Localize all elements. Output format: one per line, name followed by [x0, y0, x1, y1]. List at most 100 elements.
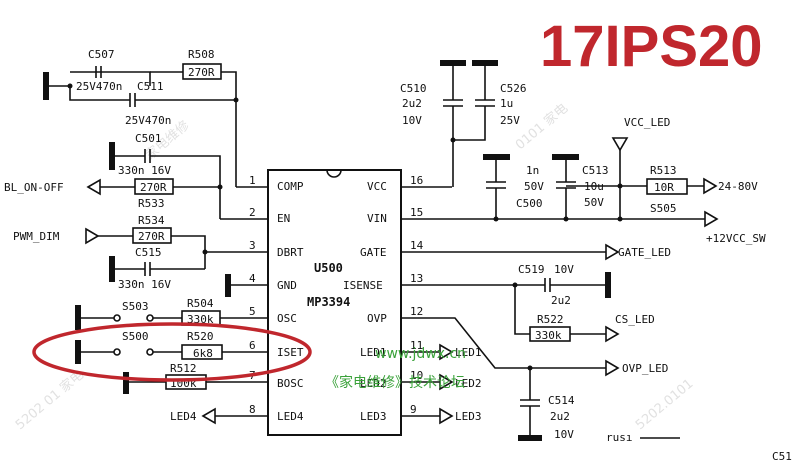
pin-13-num: 13	[410, 272, 423, 285]
r504-label: R504	[187, 297, 214, 310]
pin-14-num: 14	[410, 239, 424, 252]
c501-label: C501	[135, 132, 162, 145]
partial-label-1: rusı	[606, 431, 633, 444]
c514-v2: 10V	[554, 428, 574, 441]
svg-text:5202 01 家电: 5202 01 家电	[12, 367, 87, 433]
net-pwm-dim: PWM_DIM	[13, 230, 60, 243]
pin-5-name: OSC	[277, 312, 297, 325]
c519-value2: 2u2	[551, 294, 571, 307]
schematic-title: 17IPS20	[540, 14, 763, 79]
pin-15-name: VIN	[367, 212, 387, 225]
net-bl-on-off: BL_ON-OFF	[4, 181, 64, 194]
svg-text:0101 家电: 0101 家电	[512, 100, 571, 153]
pin-2-name: EN	[277, 212, 290, 225]
net-led3: LED3	[455, 410, 482, 423]
r520-value: 6k8	[193, 347, 213, 360]
ic-ref: U500	[314, 261, 343, 275]
c500-v1: 1n	[526, 164, 539, 177]
c500-label: C500	[516, 197, 543, 210]
vcc-caps: C510 2u2 10V C526 1u 25V	[400, 60, 527, 187]
c515-label: C515	[135, 246, 162, 259]
pin-16-name: VCC	[367, 180, 387, 193]
net-gate-led: GATE_LED	[618, 246, 671, 259]
watermark-forum: 《家电维修》技术论坛	[325, 374, 465, 391]
pin-12-num: 12	[410, 305, 423, 318]
c511-value: 25V470n	[125, 114, 171, 127]
r533-value: 270R	[140, 181, 167, 194]
pin-9-name: LED3	[360, 410, 387, 423]
highlight-ellipse	[32, 322, 312, 382]
pin-8-num: 8	[249, 403, 256, 416]
c519-value: 10V	[554, 263, 574, 276]
net-led2: LED2	[455, 377, 482, 390]
pin-1-num: 1	[249, 174, 256, 187]
s505-label: S505	[650, 202, 677, 215]
r520-label: R520	[187, 330, 214, 343]
c526-v2: 25V	[500, 114, 520, 127]
ic-right-pins: 16 VCC 15 VIN 14 GATE 13 ISENSE 12 OVP 1…	[343, 174, 705, 423]
c500-v2: 50V	[524, 180, 544, 193]
c510-v1: 2u2	[402, 97, 422, 110]
iset-network: S500 6k8 R520	[75, 330, 223, 364]
pin-2-num: 2	[249, 206, 256, 219]
s500-label: S500	[122, 330, 149, 343]
pin-11-num: 11	[410, 339, 423, 352]
pin-7-name: BOSC	[277, 377, 304, 390]
c513-label: C513	[582, 164, 609, 177]
r508-label: R508	[188, 48, 215, 61]
watermark-url: www.jdwx.cn	[375, 346, 466, 362]
pin-10-name: LED2	[360, 377, 387, 390]
comp-network: C507 25V470n C511 25V470n 270R R508	[43, 48, 239, 187]
pin-8-name: LED4	[277, 410, 304, 423]
net-ovp-led: OVP_LED	[622, 362, 668, 375]
ovp-network: OVP_LED C514 2u2 10V	[518, 359, 668, 441]
net-vcc-led: VCC_LED	[624, 116, 670, 129]
pin-6-name: ISET	[277, 346, 304, 359]
c501-value: 330n 16V	[118, 164, 171, 177]
c511-label: C511	[137, 80, 164, 93]
s503-label: S503	[122, 300, 149, 313]
r534-value: 270R	[138, 230, 165, 243]
ic-u500: U500 MP3394	[267, 169, 402, 436]
r522-value: 330k	[535, 329, 562, 342]
pin-10-num: 10	[410, 369, 423, 382]
pin-14-name: GATE	[360, 246, 387, 259]
pin-9-num: 9	[410, 403, 417, 416]
c514-label: C514	[548, 394, 575, 407]
led4-port: LED4	[170, 407, 216, 425]
net-led1: LED1	[455, 346, 482, 359]
c526-label: C526	[500, 82, 527, 95]
r533-label: R533	[138, 197, 165, 210]
enable-network: C501 330n 16V 270R R533 BL_ON-OFF	[4, 132, 223, 219]
gate-port: GATE_LED	[605, 243, 671, 261]
r508-value: 270R	[188, 66, 215, 79]
dimming-network: PWM_DIM 270R R534 C515 330n 16V	[13, 214, 208, 291]
c515-value: 330n 16V	[118, 278, 171, 291]
pin-3-num: 3	[249, 239, 256, 252]
c519-label: C519	[518, 263, 545, 276]
pin-11-name: LED1	[360, 346, 387, 359]
isense-network: C519 10V 2u2 330k R522 CS_LED	[512, 263, 655, 343]
pin-12-name: OVP	[367, 312, 387, 325]
c526-v1: 1u	[500, 97, 513, 110]
pin-6-num: 6	[249, 339, 256, 352]
pin-4-num: 4	[249, 272, 256, 285]
led-ports: LED1 LED2 LED3	[439, 343, 482, 425]
r512-label: R512	[170, 362, 197, 375]
c510-v2: 10V	[402, 114, 422, 127]
pin-5-num: 5	[249, 305, 256, 318]
r513-label: R513	[650, 164, 677, 177]
r522-label: R522	[537, 313, 564, 326]
r534-label: R534	[138, 214, 165, 227]
vin-network: 1n 50V C500 C513 10u 50V VCC_LED 10R R51…	[483, 116, 766, 245]
ic-part: MP3394	[307, 295, 350, 309]
c514-v1: 2u2	[550, 410, 570, 423]
pin-15-num: 15	[410, 206, 423, 219]
pin-16-num: 16	[410, 174, 423, 187]
c507-value: 25V470n	[76, 80, 122, 93]
c510-label: C510	[400, 82, 427, 95]
net-12vcc-sw: +12VCC_SW	[706, 232, 766, 245]
r513-value: 10R	[654, 181, 674, 194]
pin-4-name: GND	[277, 279, 297, 292]
